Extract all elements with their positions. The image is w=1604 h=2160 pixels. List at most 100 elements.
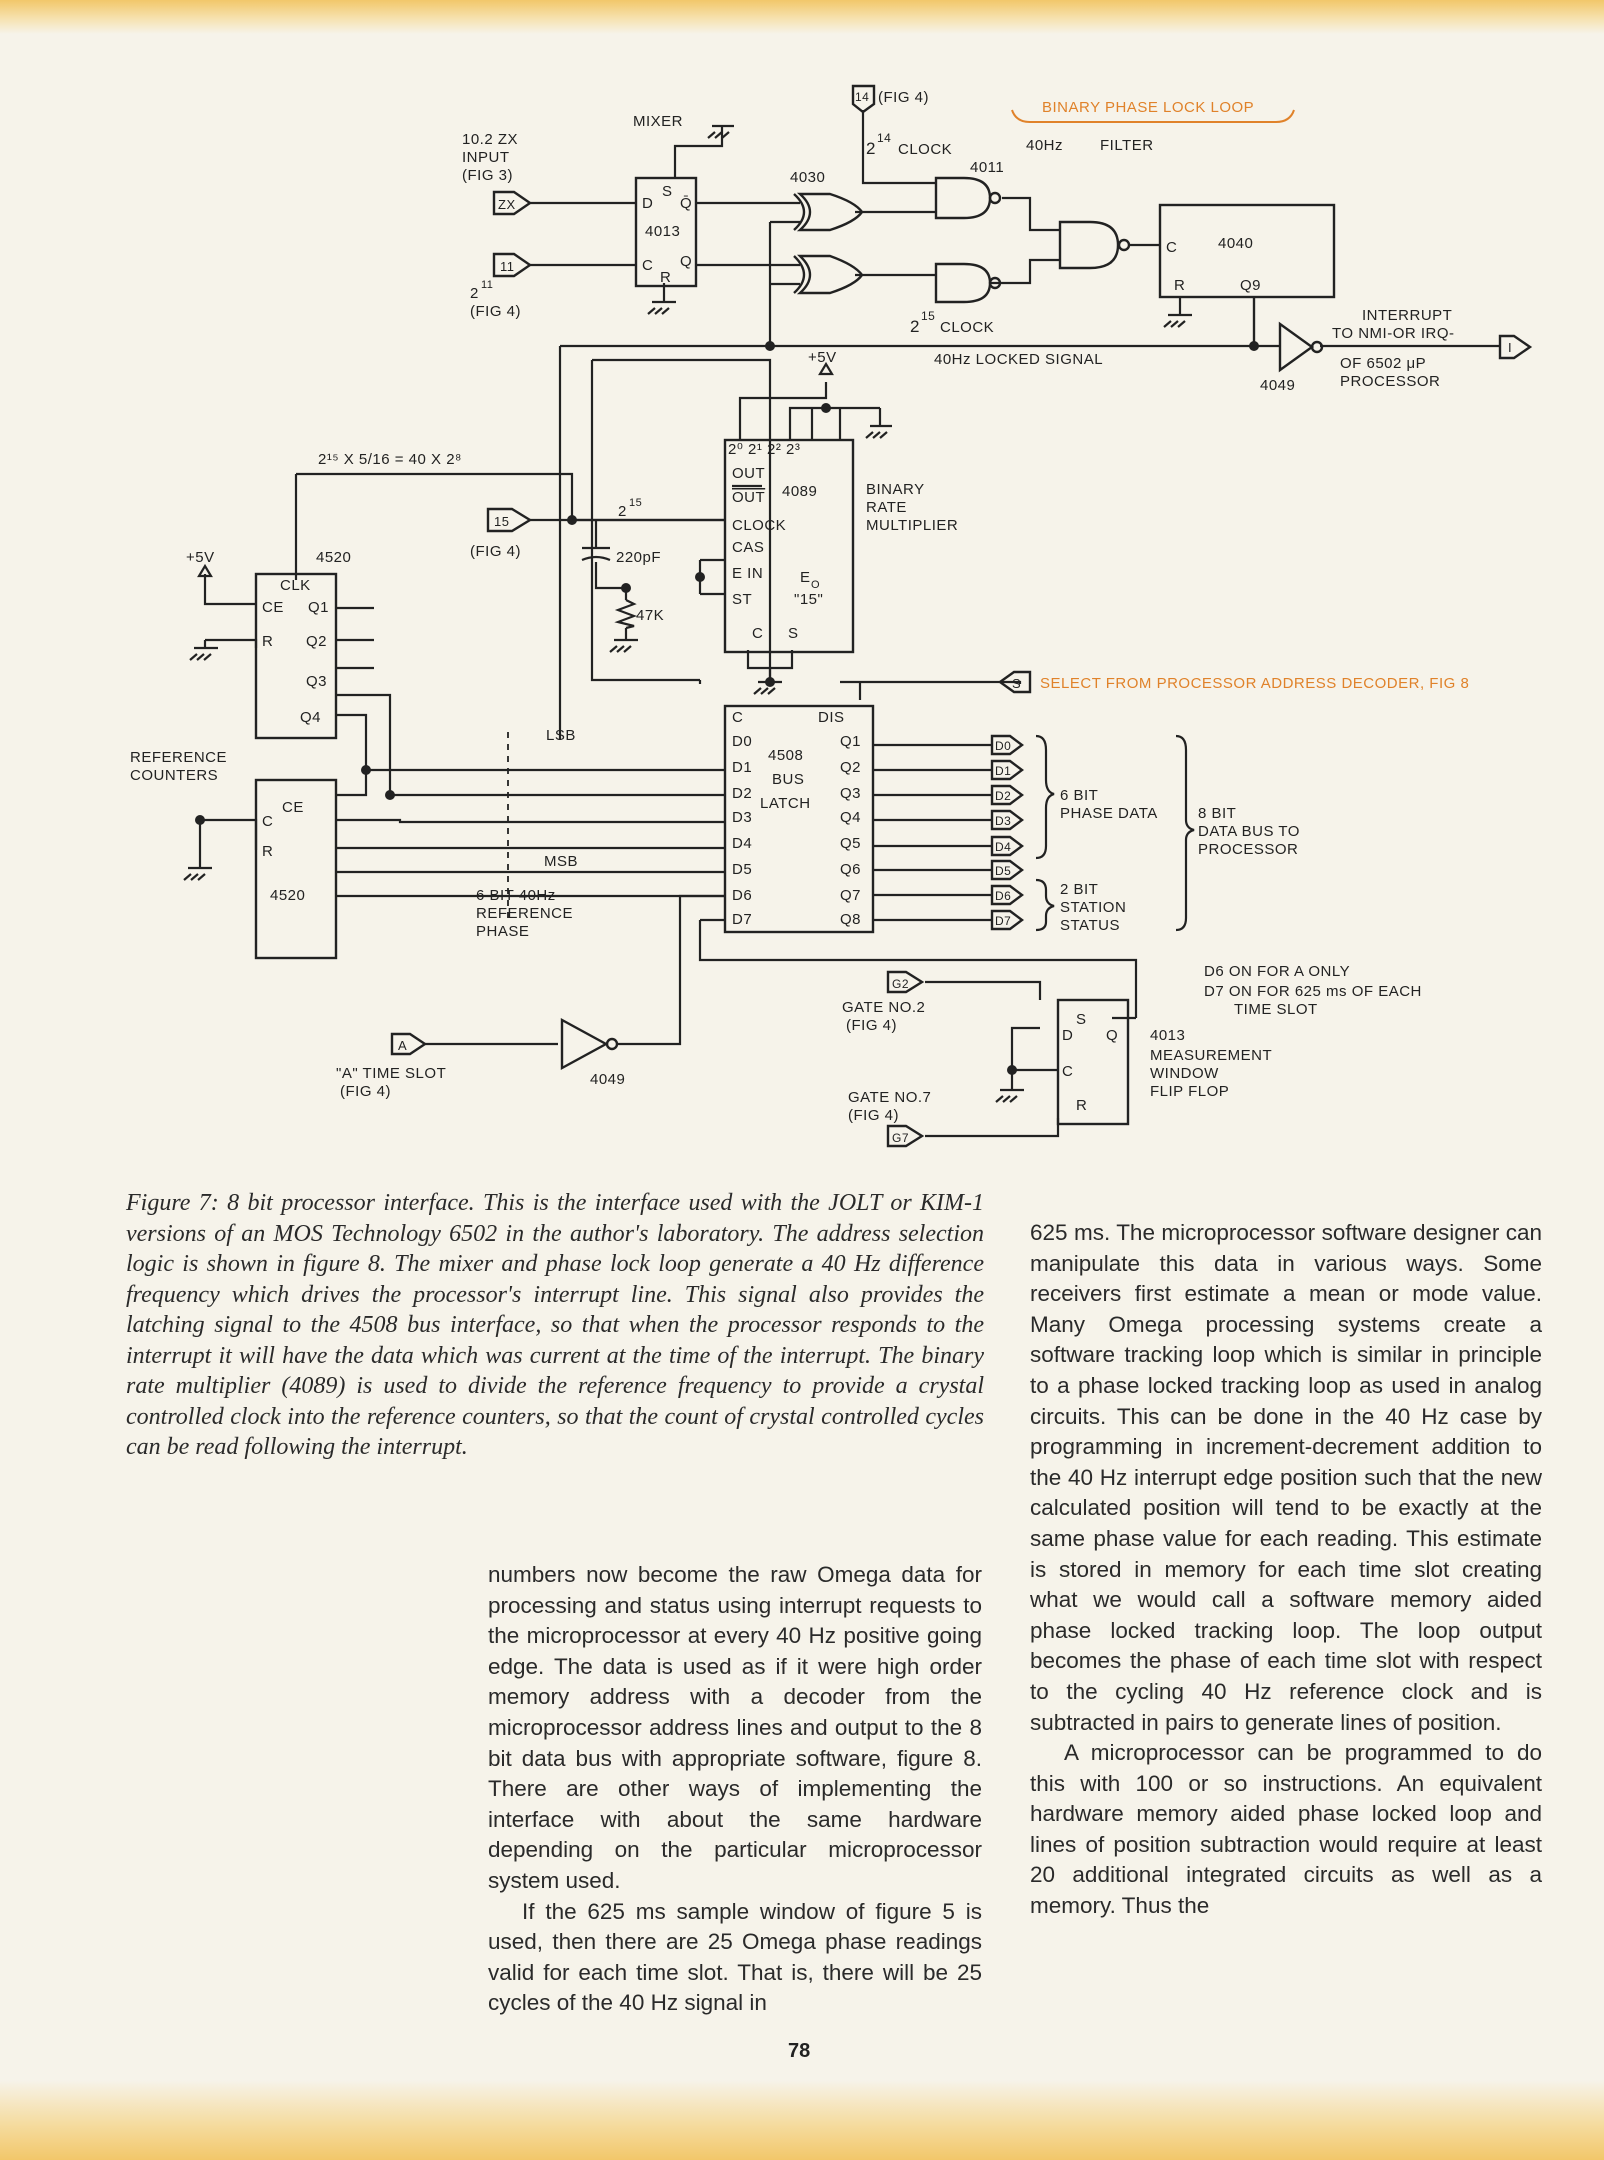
label-latch-d4: D4 xyxy=(732,835,752,852)
label-out: OUT xyxy=(732,465,765,482)
label-plus5v-top: +5V xyxy=(808,349,837,366)
label-port-a: A xyxy=(398,1038,407,1053)
label-ic-4011: 4011 xyxy=(970,159,1004,176)
label-bus-d1: D1 xyxy=(995,764,1011,778)
label-latch-name-1: 4508 xyxy=(768,747,803,764)
label-gate7-1: GATE NO.7 xyxy=(848,1089,931,1106)
label-latch-d0: D0 xyxy=(732,733,752,750)
nand-gate-final xyxy=(1058,220,1120,270)
label-ic-4520-top: 4520 xyxy=(316,549,351,566)
label-ic-4040: 4040 xyxy=(1218,235,1253,252)
label-latch-d5: D5 xyxy=(732,861,752,878)
label-4040-c: C xyxy=(1166,239,1177,256)
label-eo-sub: O xyxy=(811,579,820,591)
inverter-4049-bottom xyxy=(560,1017,609,1071)
label-two-15b: 2 xyxy=(618,503,627,520)
label-latch-d1: D1 xyxy=(732,759,752,776)
label-ic-4030: 4030 xyxy=(790,169,825,186)
supply-symbols xyxy=(197,361,834,578)
label-latch-d2: D2 xyxy=(732,785,752,802)
label-port-11: 11 xyxy=(500,259,515,274)
body-paragraph: A microprocessor can be programmed to do… xyxy=(1030,1740,1542,1919)
label-bus-d2: D2 xyxy=(995,789,1011,803)
label-station-1: 2 BIT xyxy=(1060,881,1098,898)
label-interrupt-4: PROCESSOR xyxy=(1340,373,1440,390)
body-paragraph: If the 625 ms sample window of figure 5 … xyxy=(488,1898,982,2016)
port-15 xyxy=(486,507,533,533)
label-clock-14: CLOCK xyxy=(898,141,952,158)
port-11 xyxy=(492,252,533,278)
label-pll-title: BINARY PHASE LOCK LOOP xyxy=(1042,99,1254,116)
label-q2: Q2 xyxy=(306,633,327,650)
counter-4520-upper-box xyxy=(254,572,338,740)
paper-edge-bottom xyxy=(0,2080,1604,2160)
label-ff-2: WINDOW xyxy=(1150,1065,1219,1082)
label-gate7-2: (FIG 4) xyxy=(848,1107,899,1124)
label-out-bar: OUT xyxy=(732,489,765,506)
label-q4: Q4 xyxy=(300,709,321,726)
label-latch-d6: D6 xyxy=(732,887,752,904)
label-zx-port: ZX xyxy=(498,197,516,212)
label-interrupt-1: INTERRUPT xyxy=(1362,307,1452,324)
label-mixer-q: Q xyxy=(680,253,692,270)
label-ff-q: Q xyxy=(1106,1027,1118,1044)
label-latch-name-3: LATCH xyxy=(760,795,811,812)
label-port-i: I xyxy=(1508,340,1512,355)
label-zx-input-2: INPUT xyxy=(462,149,510,166)
schematic-labels: MIXER 10.2 ZX INPUT (FIG 3) ZX 11 2 11 (… xyxy=(130,89,1512,1145)
label-latch-q2: Q2 xyxy=(840,759,861,776)
inverter-4049-top xyxy=(1278,321,1315,373)
label-4089-pins: 2⁰ 2¹ 2² 2³ xyxy=(728,441,800,458)
label-port-14: 14 xyxy=(855,90,869,104)
label-40hz: 40Hz xyxy=(1026,137,1063,154)
label-lsb: LSB xyxy=(546,727,576,744)
label-r: R xyxy=(262,633,273,650)
port-zx xyxy=(492,190,533,216)
label-bus-d5: D5 xyxy=(995,864,1011,878)
label-bus8-3: PROCESSOR xyxy=(1198,841,1298,858)
label-ff-3: FLIP FLOP xyxy=(1150,1083,1229,1100)
capacitor-220pf xyxy=(581,546,611,562)
label-ic-4520-bottom: 4520 xyxy=(270,887,305,904)
label-latch-q1: Q1 xyxy=(840,733,861,750)
schematic-ports xyxy=(390,84,1533,1148)
port-g7 xyxy=(886,1124,925,1148)
label-gate2-2: (FIG 4) xyxy=(846,1017,897,1034)
page-number: 78 xyxy=(788,2040,811,2062)
label-port-15: 15 xyxy=(494,514,509,529)
label-mixer-qbar: Q̄ xyxy=(680,195,692,212)
label-binary-2: RATE xyxy=(866,499,907,516)
pll-bracket xyxy=(1011,109,1295,123)
label-bus-d7: D7 xyxy=(995,914,1011,928)
label-4040-r: R xyxy=(1174,277,1185,294)
label-a-slot-2: (FIG 4) xyxy=(340,1083,391,1100)
label-fig4-c: (FIG 4) xyxy=(470,543,521,560)
label-bus-d3: D3 xyxy=(995,814,1011,828)
label-latch-q7: Q7 xyxy=(840,887,861,904)
label-fig4-b: (FIG 4) xyxy=(878,89,929,106)
label-latch-q4: Q4 xyxy=(840,809,861,826)
label-select-port: S xyxy=(1012,676,1021,691)
label-q15: "15" xyxy=(794,591,823,608)
label-two-15: 2 xyxy=(910,317,920,336)
label-ff-r: R xyxy=(1076,1097,1087,1114)
label-ce: CE xyxy=(262,599,284,616)
label-plus5v-left: +5V xyxy=(186,549,215,566)
mixer-4013-box xyxy=(634,176,698,288)
label-latch-dis: DIS xyxy=(818,709,845,726)
label-ic-4049-top: 4049 xyxy=(1260,377,1295,394)
label-ref-counters-1: REFERENCE xyxy=(130,749,227,766)
label-bus8-1: 8 BIT xyxy=(1198,805,1236,822)
port-14 xyxy=(851,84,876,114)
circuit-schematic: MIXER 10.2 ZX INPUT (FIG 3) ZX 11 2 11 (… xyxy=(130,84,1533,1148)
label-ff-c: C xyxy=(1062,1063,1073,1080)
label-interrupt-2: TO NMI-OR IRQ- xyxy=(1332,325,1455,342)
nand-gate-upper xyxy=(934,176,992,220)
label-latch-q6: Q6 xyxy=(840,861,861,878)
label-latch-name-2: BUS xyxy=(772,771,804,788)
label-ic-4013-top: 4013 xyxy=(645,223,680,240)
label-latch-q8: Q8 xyxy=(840,911,861,928)
label-six-bit-1: 6 BIT 40Hz xyxy=(476,887,556,904)
label-bus-d6: D6 xyxy=(995,889,1011,903)
nand-gate-lower xyxy=(934,262,992,304)
